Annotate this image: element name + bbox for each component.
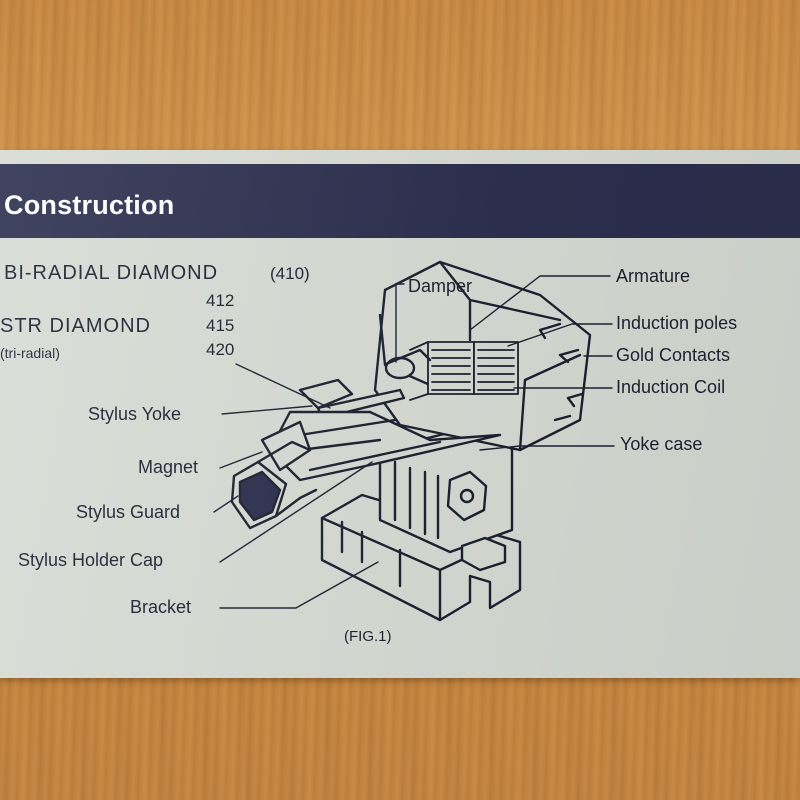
figure-caption: (FIG.1)	[344, 628, 392, 645]
section-header	[0, 164, 800, 238]
model-code-415: 415	[206, 316, 235, 335]
model-bi-radial-name: BI-RADIAL DIAMOND	[4, 262, 219, 284]
section-title: Construction	[4, 190, 175, 220]
label-induction-coil: Induction Coil	[616, 377, 726, 397]
leader-lines	[213, 275, 615, 609]
model-tri-radial-note: (tri-radial)	[0, 345, 60, 361]
label-stylus-yoke: Stylus Yoke	[88, 404, 182, 424]
label-stylus-holder-cap: Stylus Holder Cap	[18, 550, 164, 570]
label-yoke-case: Yoke case	[620, 434, 703, 454]
cartridge-diagram	[213, 260, 615, 622]
model-bi-radial-code: (410)	[270, 264, 310, 283]
instruction-card: Construction BI-RADIAL DIAMOND (410) 412…	[0, 150, 800, 678]
coil-part	[409, 341, 519, 401]
model-code-412: 412	[206, 291, 235, 310]
label-induction-poles: Induction poles	[616, 313, 738, 333]
bracket-part	[320, 493, 522, 622]
label-gold-contacts: Gold Contacts	[616, 345, 731, 365]
model-str-name: STR DIAMOND	[0, 315, 151, 337]
damper-part	[384, 348, 432, 380]
label-armature: Armature	[616, 266, 691, 286]
stylus-guard-part	[230, 440, 318, 530]
label-magnet: Magnet	[138, 457, 199, 477]
label-damper: Damper	[408, 276, 473, 296]
label-bracket: Bracket	[130, 597, 192, 617]
model-code-420: 420	[206, 340, 235, 359]
gold-contacts-part	[538, 322, 584, 422]
label-stylus-guard: Stylus Guard	[76, 502, 181, 522]
